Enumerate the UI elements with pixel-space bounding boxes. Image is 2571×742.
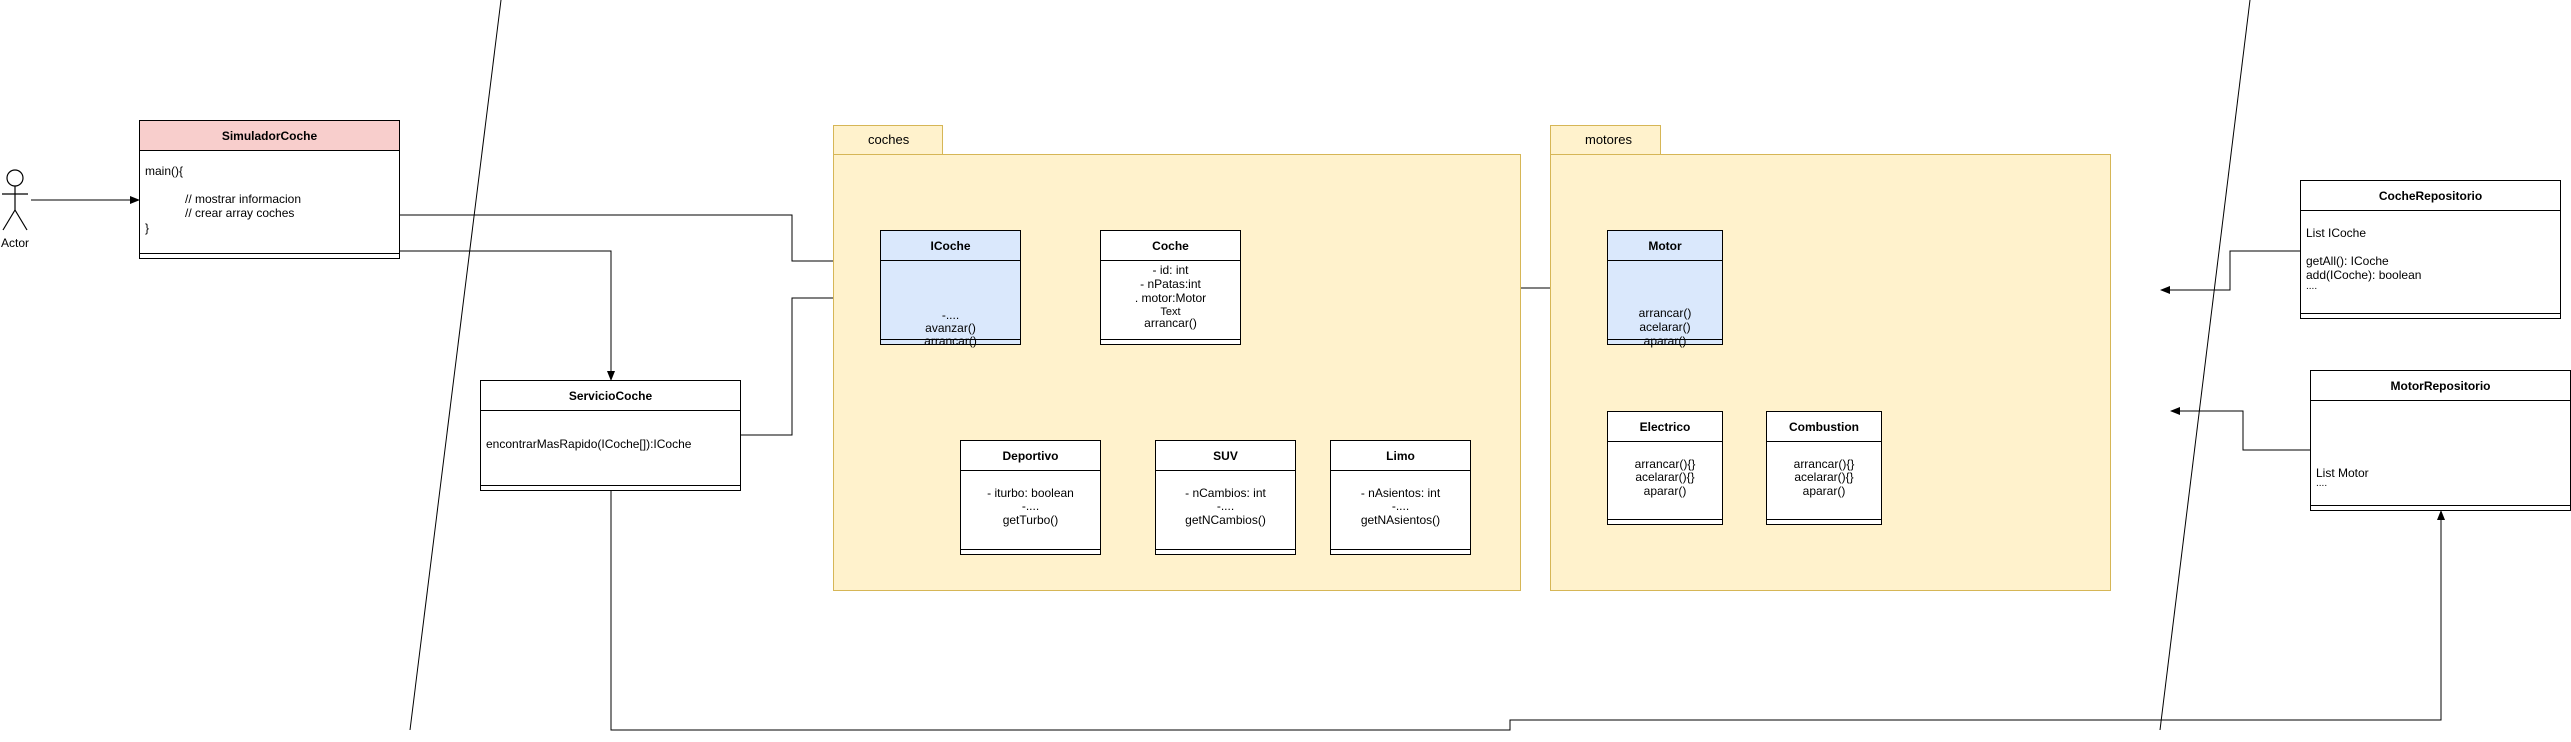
class-deportivo[interactable]: Deportivo - iturbo: boolean -.... getTur…	[960, 440, 1101, 555]
class-line: // mostrar informacion	[185, 192, 302, 206]
class-line: getNAsientos()	[1360, 513, 1441, 527]
class-coche[interactable]: Coche - id: int - nPatas:int . motor:Mot…	[1100, 230, 1241, 345]
class-line: main(){	[145, 164, 184, 178]
class-electrico[interactable]: Electrico arrancar(){} acelarar(){} apar…	[1607, 411, 1723, 525]
class-servicio-coche[interactable]: ServicioCoche encontrarMasRapido(ICoche[…	[480, 380, 741, 491]
class-line: . motor:Motor	[1134, 291, 1207, 305]
class-name: CocheRepositorio	[2301, 181, 2560, 211]
class-name: SUV	[1156, 441, 1295, 471]
class-line: // crear array coches	[185, 206, 295, 220]
class-line: aparar()	[1802, 484, 1846, 498]
class-line: aparar()	[1643, 334, 1687, 348]
class-line: arrancar()	[1638, 306, 1692, 320]
class-suv[interactable]: SUV - nCambios: int -.... getNCambios()	[1155, 440, 1296, 555]
class-line: -....	[1021, 499, 1040, 513]
class-line: avanzar()	[925, 321, 976, 335]
class-line: getNCambios()	[1185, 513, 1266, 527]
class-line: acelarar(){}	[1635, 470, 1695, 484]
class-line: List ICoche	[2306, 226, 2367, 240]
simulador-to-servicio-arrow	[400, 250, 615, 381]
class-coche-repositorio[interactable]: CocheRepositorio List ICoche getAll(): I…	[2300, 180, 2561, 319]
actor-icon	[2, 169, 28, 231]
class-motor-repositorio[interactable]: MotorRepositorio List Motor ....	[2310, 370, 2571, 511]
class-line: - iturbo: boolean	[987, 486, 1074, 500]
class-line: List Motor	[2316, 466, 2369, 480]
class-line: -....	[1216, 499, 1235, 513]
actor-label: Actor	[1, 236, 30, 250]
class-line: ....	[2316, 478, 2328, 489]
class-line: acelarar(){}	[1794, 470, 1854, 484]
package-coches-tab[interactable]: coches	[833, 125, 943, 155]
class-line: add(ICoche): boolean	[2306, 268, 2422, 282]
class-limo[interactable]: Limo - nAsientos: int -.... getNAsientos…	[1330, 440, 1471, 555]
class-line: encontrarMasRapido(ICoche[]):ICoche	[486, 437, 692, 451]
class-name: Electrico	[1608, 412, 1722, 442]
class-name: Coche	[1101, 231, 1240, 261]
class-line: acelarar()	[1639, 320, 1691, 334]
class-line: getAll(): ICoche	[2306, 254, 2389, 268]
class-line: -....	[941, 308, 960, 322]
class-line: - nAsientos: int	[1360, 486, 1441, 500]
simulador-to-icoche-arrow	[400, 214, 881, 265]
coche-repo-arrow	[2160, 250, 2300, 294]
class-line: getTurbo()	[1002, 513, 1059, 527]
class-line: -....	[1391, 499, 1410, 513]
class-line: arrancar()	[924, 334, 977, 348]
class-simulador-coche[interactable]: SimuladorCoche main(){ // mostrar inform…	[139, 120, 400, 259]
class-icoche[interactable]: ICoche -.... avanzar() arrancar()	[880, 230, 1021, 348]
class-name: SimuladorCoche	[140, 121, 399, 151]
class-name: Deportivo	[961, 441, 1100, 471]
class-combustion[interactable]: Combustion arrancar(){} acelarar(){} apa…	[1766, 411, 1882, 525]
class-line: Text	[1160, 306, 1181, 318]
class-line: ....	[2306, 281, 2318, 292]
package-motores[interactable]	[1550, 154, 2111, 591]
class-line: aparar()	[1643, 484, 1687, 498]
class-name: MotorRepositorio	[2311, 371, 2570, 401]
class-name: Combustion	[1767, 412, 1881, 442]
class-line: arrancar()	[1144, 316, 1197, 330]
class-line: arrancar(){}	[1634, 457, 1696, 471]
class-line: - nCambios: int	[1185, 486, 1266, 500]
class-line: arrancar(){}	[1793, 457, 1855, 471]
servicio-to-motor-repo-arrow	[610, 491, 2445, 731]
class-name: ServicioCoche	[481, 381, 740, 411]
boundary-line-right	[2159, 0, 2251, 731]
class-name: Motor	[1608, 231, 1722, 261]
class-line: }	[145, 221, 150, 235]
class-name: Limo	[1331, 441, 1470, 471]
boundary-line-left	[409, 0, 502, 731]
class-name: ICoche	[881, 231, 1020, 261]
class-line: - nPatas:int	[1140, 277, 1201, 291]
class-line: - id: int	[1152, 263, 1189, 277]
class-motor[interactable]: Motor arrancar() acelarar() aparar()	[1607, 230, 1723, 348]
package-motores-tab[interactable]: motores	[1550, 125, 1661, 155]
motor-repo-arrow	[2170, 407, 2310, 451]
